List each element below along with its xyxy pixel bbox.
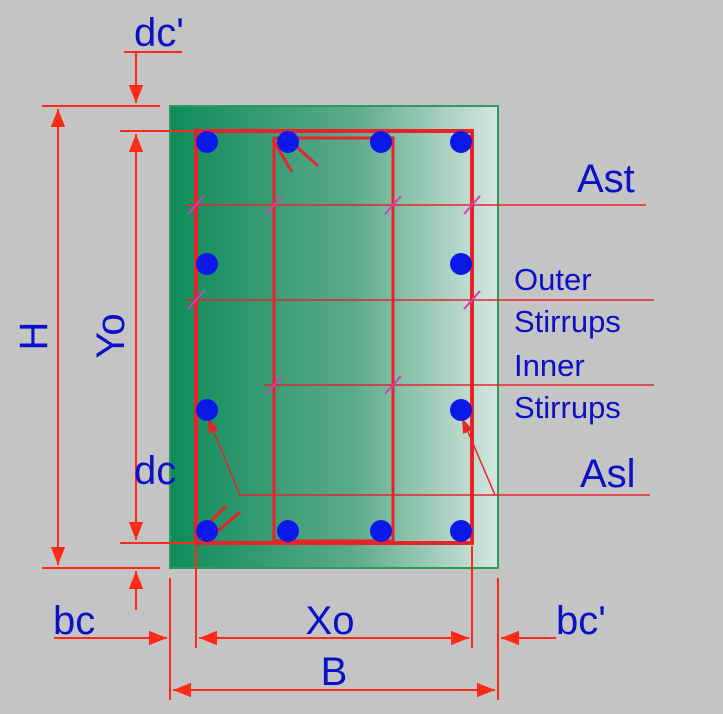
- h-dimension: [42, 105, 160, 569]
- xo-label: Xo: [306, 599, 355, 643]
- outer-stirrups-label-line1: Outer: [514, 262, 592, 297]
- bar-dot: [277, 131, 299, 153]
- stirrup-hook: [271, 139, 294, 173]
- b-label: B: [321, 650, 348, 694]
- bc-prime-dimension: [497, 578, 556, 700]
- bc-label: bc: [53, 599, 95, 643]
- yo-label: Yo: [89, 313, 133, 358]
- inner-stirrup: [272, 136, 395, 543]
- inner-stirrups-label-line1: Inner: [514, 348, 585, 383]
- dc-label: dc: [134, 449, 176, 493]
- bar-dot: [196, 520, 218, 542]
- bar-dot: [277, 520, 299, 542]
- h-label: H: [12, 322, 56, 351]
- xo-dimension: [199, 546, 473, 648]
- dc-prime-label: dc': [134, 11, 184, 55]
- bar-dot: [196, 399, 218, 421]
- asl-leader-right: [461, 417, 496, 496]
- bar-dot: [370, 520, 392, 542]
- asl-leader: [207, 417, 650, 496]
- bc-dimension: [54, 546, 197, 700]
- concrete-section: [169, 105, 499, 569]
- bar-dot: [196, 253, 218, 275]
- bar-dot: [450, 520, 472, 542]
- asl-label: Asl: [580, 452, 636, 496]
- yo-dimension: [120, 130, 194, 544]
- outer-stirrup: [194, 129, 474, 545]
- bar-dot: [370, 131, 392, 153]
- bar-dot: [196, 131, 218, 153]
- inner-stirrups-label-line2: Stirrups: [514, 390, 621, 425]
- bar-dot: [450, 399, 472, 421]
- leader-tick-marks: [187, 195, 481, 395]
- outer-stirrups-label-line2: Stirrups: [514, 304, 621, 339]
- longitudinal-bars: [196, 131, 472, 542]
- bar-dot: [450, 131, 472, 153]
- bar-dot: [450, 253, 472, 275]
- ast-label: Ast: [577, 157, 635, 201]
- dc-prime-dimension: [124, 51, 182, 107]
- bc-prime-label: bc': [556, 599, 606, 643]
